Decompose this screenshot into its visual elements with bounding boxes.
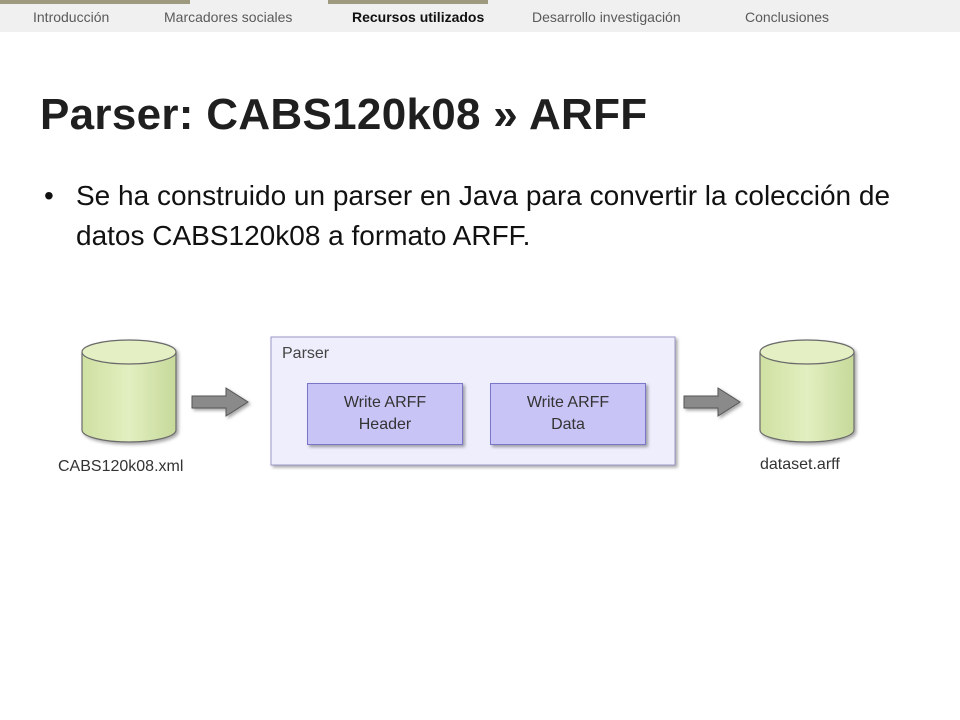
step-label-line1: Write ARFF	[343, 394, 427, 411]
input-database-label: CABS120k08.xml	[58, 458, 184, 475]
nav-item-marcadores-sociales[interactable]: Marcadores sociales	[164, 9, 293, 25]
nav-items: Introducción Marcadores sociales Recurso…	[0, 4, 960, 32]
output-database-label: dataset.arff	[760, 456, 840, 473]
parser-panel-label: Parser	[282, 345, 330, 362]
right-arrow-icon	[191, 387, 249, 417]
nav-item-desarrollo-investigacion[interactable]: Desarrollo investigación	[532, 9, 681, 25]
nav-item-introduccion[interactable]: Introducción	[33, 9, 110, 25]
nav-item-recursos-utilizados[interactable]: Recursos utilizados	[352, 9, 485, 25]
write-arff-data-step[interactable]: Write ARFF Data	[490, 383, 646, 445]
bullet-dot-icon: •	[44, 180, 54, 211]
step-label-line2: Header	[358, 416, 412, 433]
nav-accent-bar-active	[328, 0, 488, 4]
bullet-text: Se ha construido un parser en Java para …	[76, 180, 891, 251]
nav-accent-bar	[0, 0, 190, 4]
nav-item-conclusiones[interactable]: Conclusiones	[745, 9, 830, 25]
output-database-icon	[759, 339, 855, 443]
right-arrow-icon	[683, 387, 741, 417]
parser-diagram: Parser Write ARFF Header Write ARFF Data…	[0, 330, 960, 500]
slide-title: Parser: CABS120k08 » ARFF	[40, 90, 648, 139]
input-database-icon	[81, 339, 177, 443]
write-arff-header-step[interactable]: Write ARFF Header	[307, 383, 463, 445]
step-label-line2: Data	[551, 416, 585, 433]
top-nav: Introducción Marcadores sociales Recurso…	[0, 0, 960, 32]
step-label-line1: Write ARFF	[526, 394, 610, 411]
